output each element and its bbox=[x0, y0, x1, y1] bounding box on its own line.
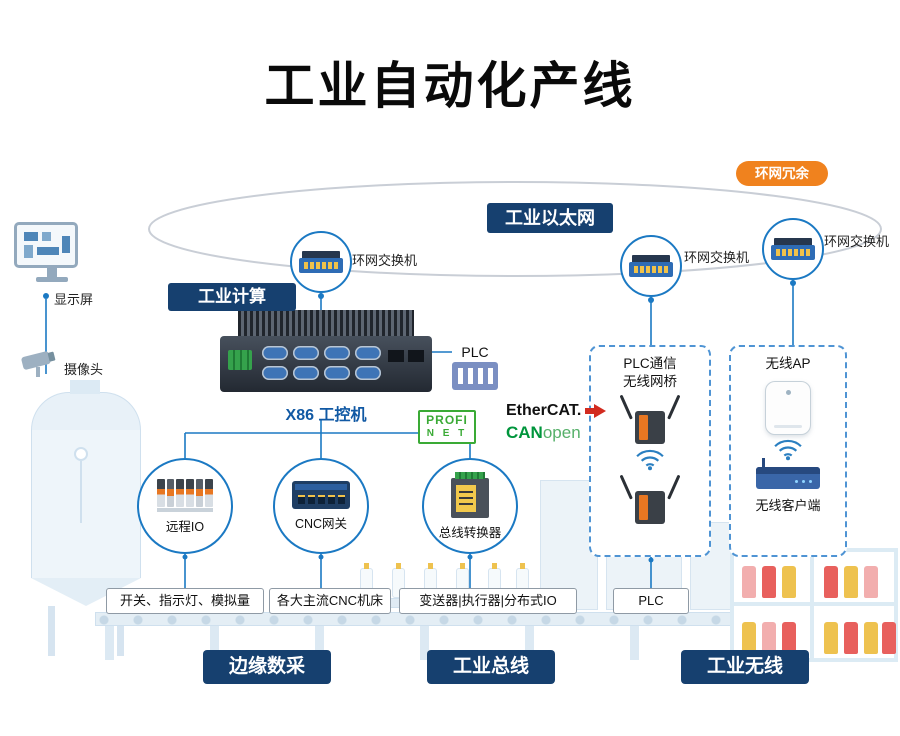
ring-switch-3-label: 环网交换机 bbox=[824, 234, 890, 249]
remote-io-icon bbox=[157, 478, 214, 512]
footer-industrial-wireless: 工业无线 bbox=[681, 650, 809, 684]
wireless-bridge-icon bbox=[618, 475, 682, 525]
bus-converter-icon bbox=[451, 471, 489, 518]
ring-switch-2-label: 环网交换机 bbox=[684, 250, 750, 265]
plc-label-top: PLC bbox=[461, 344, 489, 360]
wireless-client-label: 无线客户端 bbox=[755, 498, 821, 514]
ring-redundancy-badge: 环网冗余 bbox=[736, 161, 828, 186]
wireless-client-icon bbox=[756, 458, 820, 490]
page-title: 工业自动化产线 bbox=[264, 58, 636, 114]
wireless-ap-icon bbox=[765, 381, 811, 436]
terminal-block bbox=[228, 350, 252, 370]
remote-io-label: 远程IO bbox=[165, 519, 205, 534]
endpoint-cnc-machines: 各大主流CNC机床 bbox=[269, 588, 391, 614]
cnc-gateway-icon bbox=[292, 480, 350, 509]
profinet-logo: PROFI N E T bbox=[418, 410, 476, 444]
wireless-bridge-group: PLC通信 无线网桥 bbox=[589, 345, 711, 557]
bus-converter-label: 总线转换器 bbox=[438, 525, 502, 540]
camera-icon bbox=[20, 350, 66, 384]
canopen-logo: CANopen bbox=[506, 423, 581, 442]
wireless-ap-title: 无线AP bbox=[765, 356, 811, 371]
wireless-bridge-icon bbox=[618, 395, 682, 445]
wifi-signal-icon bbox=[636, 450, 664, 471]
display-monitor-icon bbox=[14, 222, 90, 294]
conveyor-illustration bbox=[95, 612, 745, 626]
footer-industrial-bus: 工业总线 bbox=[427, 650, 555, 684]
serial-ports bbox=[262, 346, 384, 388]
ring-switch-icon bbox=[771, 238, 815, 260]
ethercat-arrow-icon bbox=[594, 404, 607, 418]
ring-switch-2 bbox=[620, 235, 682, 297]
node-cnc-gateway: CNC网关 bbox=[273, 458, 369, 554]
wireless-ap-group: 无线AP 无线客户端 bbox=[729, 345, 847, 557]
ethercat-logo: EtherCAT. bbox=[506, 402, 607, 420]
endpoint-io-devices: 开关、指示灯、模拟量 bbox=[106, 588, 264, 614]
heatsink-fins bbox=[238, 310, 414, 338]
footer-edge-acquisition: 边缘数采 bbox=[203, 650, 331, 684]
display-label: 显示屏 bbox=[54, 292, 94, 307]
ring-switch-icon bbox=[299, 251, 343, 273]
industrial-ethernet-label: 工业以太网 bbox=[487, 203, 613, 233]
endpoint-plc: PLC bbox=[613, 588, 689, 614]
plc-icon bbox=[452, 362, 498, 390]
cnc-gateway-label: CNC网关 bbox=[294, 516, 348, 531]
ring-switch-1-label: 环网交换机 bbox=[352, 253, 418, 268]
ring-switch-icon bbox=[629, 255, 673, 277]
ring-switch-1 bbox=[290, 231, 352, 293]
shelf-illustration bbox=[730, 548, 898, 662]
wireless-bridge-title: PLC通信 无线网桥 bbox=[623, 356, 677, 390]
node-bus-converter: 总线转换器 bbox=[422, 458, 518, 554]
wifi-signal-icon bbox=[774, 440, 802, 461]
x86-ipc-icon bbox=[220, 310, 432, 398]
ipc-label: X86 工控机 bbox=[285, 407, 367, 424]
camera-label: 摄像头 bbox=[64, 362, 104, 377]
ring-switch-3 bbox=[762, 218, 824, 280]
node-remote-io: 远程IO bbox=[137, 458, 233, 554]
endpoint-field-devices: 变送器|执行器|分布式IO bbox=[399, 588, 577, 614]
industrial-computing-label: 工业计算 bbox=[168, 283, 296, 311]
